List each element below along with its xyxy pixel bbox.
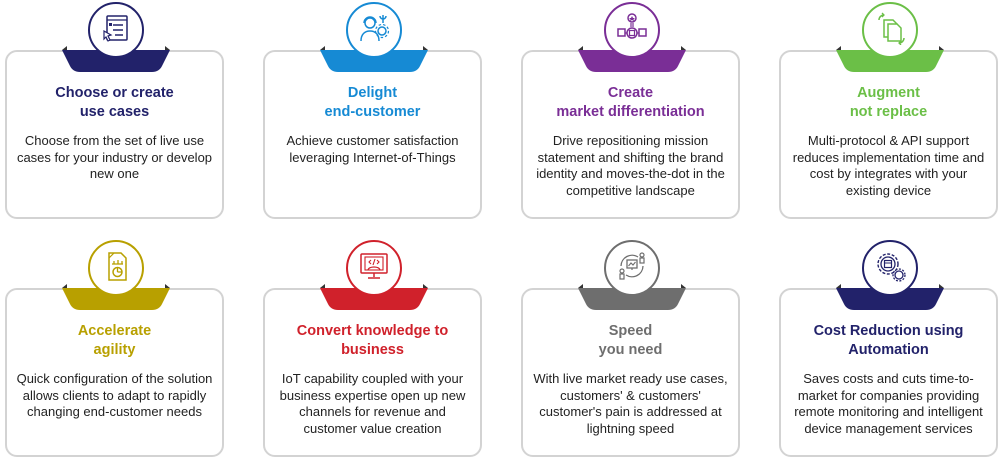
icon-badge [346, 240, 402, 296]
card-description: Achieve customer satisfaction leveraging… [286, 133, 459, 165]
card-title: Augment not replace [781, 84, 996, 122]
card-description: Quick configuration of the solution allo… [16, 371, 213, 419]
web-page-cursor-icon [99, 11, 133, 50]
monitor-code-icon [357, 249, 391, 288]
card-title: Choose or create use cases [7, 84, 222, 122]
card-title-line: Cost Reduction using [813, 323, 964, 339]
card-title-line: Create [607, 85, 654, 101]
cycle-users-chart-icon [615, 249, 649, 288]
icon-badge [604, 2, 660, 58]
report-clock-icon [99, 249, 133, 288]
card-header-banner [836, 284, 944, 310]
card-header-banner [320, 284, 428, 310]
card-title-line: use cases [79, 104, 150, 120]
card-title-line: Automation [848, 342, 929, 358]
card-title-line: Convert knowledge to [296, 323, 449, 339]
card-title-line: you need [598, 342, 663, 358]
card-description: Multi-protocol & API support reduces imp… [792, 133, 985, 198]
icon-badge [862, 2, 918, 58]
card-description: Drive repositioning mission statement an… [536, 133, 725, 198]
card-title-line: not replace [849, 104, 928, 120]
gear-box-automation-icon [873, 249, 907, 288]
card-header-banner [836, 46, 944, 72]
card-title-line: Speed [608, 323, 653, 339]
card-title-line: market differentiation [556, 104, 705, 120]
card-description: With live market ready use cases, custom… [533, 371, 728, 436]
card-header-banner [578, 46, 686, 72]
card-title: Accelerate agility [7, 322, 222, 360]
card-title-line: end-customer [324, 104, 421, 120]
card-title-line: business [341, 342, 404, 358]
card-title: Create market differentiation [523, 84, 738, 122]
card-title-line: Choose or create [55, 85, 174, 101]
card-header-banner [578, 284, 686, 310]
icon-badge [88, 2, 144, 58]
icon-badge [862, 240, 918, 296]
card-title-line: Augment [857, 85, 920, 101]
card-header-banner [62, 46, 170, 72]
card-title: Convert knowledge to business [265, 322, 480, 360]
badge-network-icon [615, 11, 649, 50]
icon-badge [346, 2, 402, 58]
card-header-banner [62, 284, 170, 310]
card-description: Choose from the set of live use cases fo… [16, 133, 213, 181]
card-title: Speed you need [523, 322, 738, 360]
card-description: Saves costs and cuts time-to-market for … [794, 371, 983, 436]
card-header-banner [320, 46, 428, 72]
icon-badge [88, 240, 144, 296]
icon-badge [604, 240, 660, 296]
card-title-line: agility [93, 342, 136, 358]
support-agent-gear-icon [357, 11, 391, 50]
card-title: Delight end-customer [265, 84, 480, 122]
card-description: IoT capability coupled with your busines… [279, 371, 466, 436]
documents-sync-icon [873, 11, 907, 50]
card-title-line: Accelerate [77, 323, 152, 339]
card-title-line: Delight [347, 85, 398, 101]
